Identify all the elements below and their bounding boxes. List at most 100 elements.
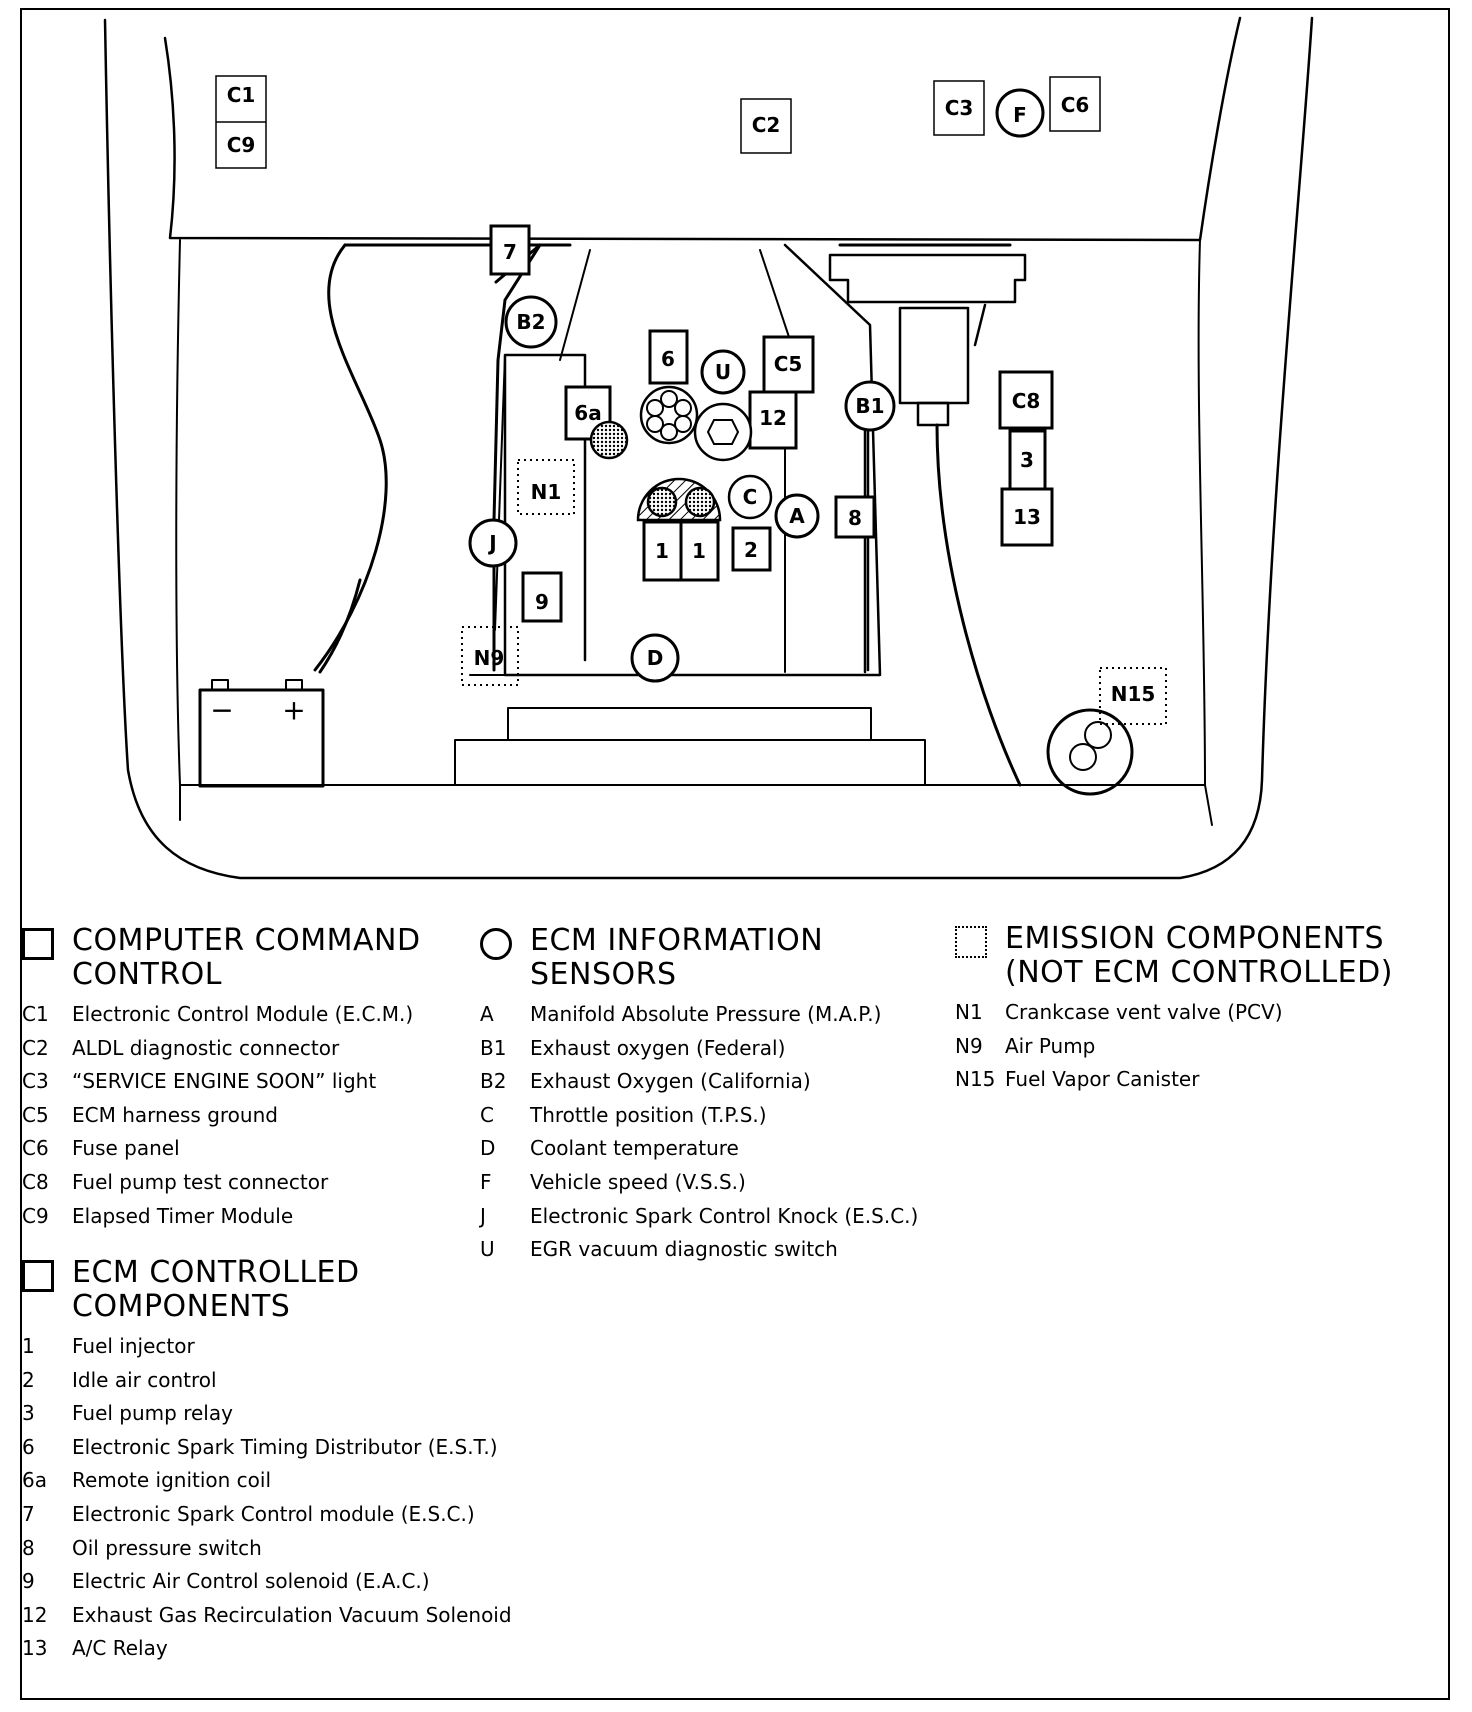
circle-symbol-icon (480, 928, 512, 960)
label-b1: B1 (855, 394, 884, 418)
legend-emission-components: EMISSION COMPONENTS (NOT ECM CONTROLLED)… (955, 922, 1425, 1097)
legend-item: 7 Electronic Spark Control module (E.S.C.… (22, 1498, 512, 1532)
legend-item: 13 A/C Relay (22, 1632, 512, 1666)
legend-item: U EGR vacuum diagnostic switch (480, 1233, 918, 1267)
legend-item-code: A (480, 1002, 494, 1026)
legend-item-code: 3 (22, 1401, 35, 1426)
legend-item-label: Oil pressure switch (72, 1535, 262, 1560)
legend-item-code: 6a (22, 1468, 47, 1493)
legend-item-code: 13 (22, 1636, 48, 1661)
legend-item-code: 2 (22, 1367, 35, 1392)
battery-plus: + (282, 694, 305, 727)
legend-item-label: Manifold Absolute Pressure (M.A.P.) (530, 1002, 882, 1026)
legend-item-label: EGR vacuum diagnostic switch (530, 1237, 838, 1262)
battery-minus: − (210, 694, 233, 727)
legend-item-label: Fuse panel (72, 1136, 180, 1161)
legend-item: C Throttle position (T.P.S.) (480, 1099, 918, 1133)
label-3: 3 (1020, 448, 1034, 472)
legend-item-label: Fuel Vapor Canister (1005, 1067, 1200, 1092)
legend-item-label: Air Pump (1005, 1033, 1096, 1058)
legend-item-label: ALDL diagnostic connector (72, 1035, 340, 1060)
dotted-square-symbol-icon (955, 926, 987, 958)
legend-item-label: ECM harness ground (72, 1102, 278, 1127)
legend-item-code: J (480, 1203, 486, 1228)
legend-item-label: Exhaust Gas Recirculation Vacuum Solenoi… (72, 1602, 512, 1627)
label-j: J (487, 531, 496, 555)
legend-item-code: C9 (22, 1203, 49, 1228)
legend-item-label: A/C Relay (72, 1636, 168, 1661)
legend-item-label: Exhaust oxygen (Federal) (530, 1035, 786, 1060)
label-d: D (647, 646, 664, 670)
legend-item-code: C1 (22, 1002, 49, 1026)
legend-item: N9 Air Pump (955, 1030, 1425, 1064)
label-7: 7 (503, 240, 517, 264)
legend-item-label: Electronic Spark Control Knock (E.S.C.) (530, 1203, 919, 1228)
legend-item-label: Exhaust Oxygen (California) (530, 1069, 811, 1094)
legend-item-code: N9 (955, 1033, 983, 1058)
label-c6: C6 (1061, 93, 1090, 117)
legend-item: 9 Electric Air Control solenoid (E.A.C.) (22, 1565, 512, 1599)
legend-item-code: B1 (480, 1035, 507, 1060)
legend-item: 6a Remote ignition coil (22, 1464, 512, 1498)
label-a: A (789, 504, 805, 528)
legend-item-code: 12 (22, 1602, 48, 1627)
legend-item-label: Fuel pump relay (72, 1401, 233, 1426)
legend-item-code: N1 (955, 1000, 983, 1024)
legend-item: C9 Elapsed Timer Module (22, 1200, 452, 1234)
label-13: 13 (1013, 505, 1041, 529)
legend-item: 12 Exhaust Gas Recirculation Vacuum Solen… (22, 1599, 512, 1633)
label-n9: N9 (474, 646, 505, 670)
label-c3: C3 (945, 96, 974, 120)
legend-item-label: Coolant temperature (530, 1136, 739, 1161)
legend-item-code: 7 (22, 1501, 35, 1526)
legend-item-code: C6 (22, 1136, 49, 1161)
legend-item-label: “SERVICE ENGINE SOON” light (72, 1069, 377, 1094)
legend-item-label: Fuel injector (72, 1334, 195, 1358)
legend-item-code: C5 (22, 1102, 49, 1127)
legend-item-code: C (480, 1102, 494, 1127)
legend-item-code: 6 (22, 1434, 35, 1459)
legend-item-label: Electric Air Control solenoid (E.A.C.) (72, 1569, 430, 1594)
label-2: 2 (744, 538, 758, 562)
label-12: 12 (759, 406, 787, 430)
label-f: F (1013, 103, 1027, 127)
label-c5: C5 (774, 352, 803, 376)
label-c8: C8 (1012, 389, 1041, 413)
legend-item: B1 Exhaust oxygen (Federal) (480, 1032, 918, 1066)
label-8: 8 (848, 506, 862, 530)
legend-item: 3 Fuel pump relay (22, 1397, 512, 1431)
legend-item: D Coolant temperature (480, 1132, 918, 1166)
legend-item-code: C8 (22, 1169, 49, 1194)
legend-title: ECM CONTROLLED COMPONENTS (72, 1255, 360, 1324)
legend-item-code: D (480, 1136, 496, 1161)
label-c: C (743, 485, 758, 509)
label-c2: C2 (752, 113, 781, 137)
label-1a: 1 (655, 539, 669, 563)
legend-item: N15 Fuel Vapor Canister (955, 1063, 1425, 1097)
legend-item-code: 9 (22, 1569, 35, 1594)
legend-item: C5 ECM harness ground (22, 1099, 452, 1133)
page-frame (20, 8, 1450, 1700)
label-9: 9 (535, 590, 549, 614)
legend-item-label: Elapsed Timer Module (72, 1203, 294, 1228)
legend-item-label: Electronic Spark Control module (E.S.C.) (72, 1501, 475, 1526)
legend-item-code: N15 (955, 1067, 996, 1092)
legend-item-label: Throttle position (T.P.S.) (530, 1102, 767, 1127)
legend-item-code: C3 (22, 1069, 49, 1094)
label-c9: C9 (227, 133, 256, 157)
legend-item-code: 1 (22, 1334, 35, 1358)
legend-item-code: U (480, 1237, 495, 1262)
engine-compartment-diagram: C1 C9 C2 C3 F C6 7 B2 6 U C5 6a 12 B1 C8… (103, 16, 1314, 880)
legend-item-label: Remote ignition coil (72, 1468, 272, 1493)
